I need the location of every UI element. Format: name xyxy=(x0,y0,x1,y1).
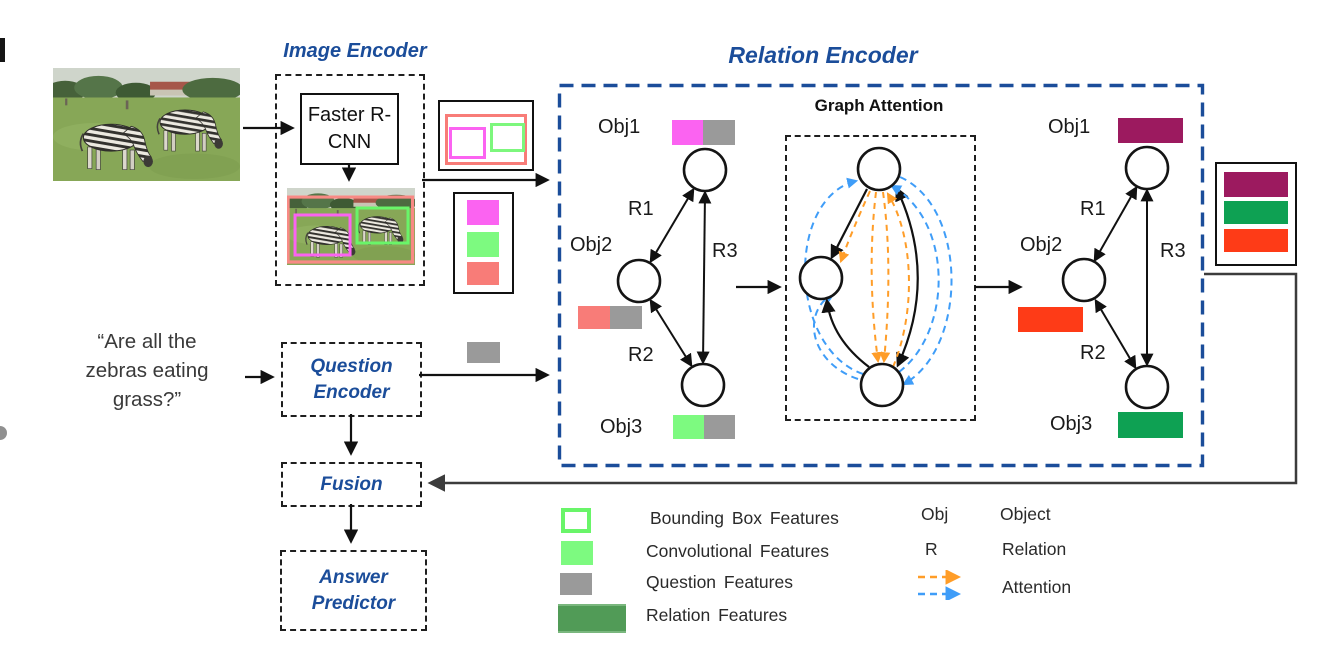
left-obj2-label: Obj2 xyxy=(570,234,613,256)
fusion-box: Fusion xyxy=(281,462,422,507)
left-obj2-feature-visual xyxy=(578,306,610,329)
bounding-box-features-card xyxy=(438,100,534,171)
zebra2-bounding-box xyxy=(357,208,408,243)
left-obj1-feature-visual xyxy=(672,120,703,145)
legend-bounding-box-label: Bounding Box Features xyxy=(650,508,839,528)
question-feature-square xyxy=(467,342,500,363)
legend-relation-swatch xyxy=(558,604,626,633)
legend-question-label: Question Features xyxy=(646,572,793,592)
legend-convolutional-label: Convolutional Features xyxy=(646,541,829,561)
left-node-obj3 xyxy=(680,362,726,408)
legend-r-key: R xyxy=(925,539,938,559)
detected-image xyxy=(287,188,415,265)
relation-encoder-title: Relation Encoder xyxy=(728,42,918,68)
right-r3-label: R3 xyxy=(1160,240,1186,262)
image-bounding-box xyxy=(288,197,413,262)
feature-swatch-red xyxy=(467,262,499,285)
answer-predictor-box: Answer Predictor xyxy=(280,550,427,631)
output-feature-obj1 xyxy=(1224,172,1288,197)
feature-swatch-green xyxy=(467,232,499,257)
left-obj3-label: Obj3 xyxy=(600,416,643,438)
legend-bounding-box-swatch xyxy=(561,508,591,533)
graph-attention-box xyxy=(785,135,976,421)
bbox-outline-red xyxy=(445,114,527,165)
screen-edge-artifact-dot xyxy=(0,426,7,440)
legend-question-swatch xyxy=(560,573,592,595)
left-r2-label: R2 xyxy=(628,344,654,366)
right-obj2-label: Obj2 xyxy=(1020,234,1063,256)
right-obj2-relation-feature xyxy=(1018,307,1083,332)
legend-obj-key: Obj xyxy=(921,504,949,524)
left-obj3-feature-visual xyxy=(673,415,704,439)
right-node-obj2 xyxy=(1061,257,1107,303)
legend-relation-label: Relation Features xyxy=(646,605,788,625)
output-feature-obj2 xyxy=(1224,229,1288,252)
right-node-obj1 xyxy=(1124,145,1170,191)
left-obj2-feature-question xyxy=(610,306,642,329)
left-edge-r3 xyxy=(696,190,712,365)
conv-feature-stack xyxy=(453,192,514,294)
zebra-photo xyxy=(53,68,240,181)
bbox-outline-green xyxy=(490,123,525,152)
detected-zebra-photo xyxy=(287,188,415,265)
right-node-obj3 xyxy=(1124,364,1170,410)
question-encoder-box: Question Encoder xyxy=(281,342,422,417)
left-obj1-label: Obj1 xyxy=(598,116,641,138)
screen-edge-artifact-bar xyxy=(0,38,5,62)
left-node-obj2 xyxy=(616,258,662,304)
bbox-outline-magenta xyxy=(449,127,486,159)
left-obj3-feature-question xyxy=(704,415,735,439)
left-node-obj1 xyxy=(682,147,728,193)
left-graph-edges xyxy=(649,187,712,368)
faster-rcnn-box: Faster R-CNN xyxy=(300,93,399,165)
relation-feature-stack xyxy=(1215,162,1297,266)
legend-obj-label: Object xyxy=(1000,504,1051,524)
input-image xyxy=(53,68,240,181)
output-feature-obj3 xyxy=(1224,201,1288,224)
left-edge-r2 xyxy=(649,298,693,368)
right-obj1-relation-feature xyxy=(1118,118,1183,143)
left-obj1-feature-question xyxy=(703,120,735,145)
left-r3-label: R3 xyxy=(712,240,738,262)
feature-swatch-magenta xyxy=(467,200,499,225)
right-obj3-label: Obj3 xyxy=(1050,413,1093,435)
right-r2-label: R2 xyxy=(1080,342,1106,364)
legend-attention-arrows-icon xyxy=(916,570,968,600)
legend-attention-label: Attention xyxy=(1002,577,1072,597)
graph-attention-title: Graph Attention xyxy=(814,96,944,115)
zebra1-bounding-box xyxy=(295,215,350,255)
right-obj1-label: Obj1 xyxy=(1048,116,1091,138)
question-text: “Are all the zebras eating grass?” xyxy=(85,330,209,412)
right-r1-label: R1 xyxy=(1080,198,1106,220)
right-obj3-relation-feature xyxy=(1118,412,1183,438)
legend-convolutional-swatch xyxy=(561,541,593,565)
left-r1-label: R1 xyxy=(628,198,654,220)
legend-r-label: Relation xyxy=(1002,539,1067,559)
image-encoder-title: Image Encoder xyxy=(283,40,427,62)
left-edge-r1 xyxy=(649,187,695,264)
